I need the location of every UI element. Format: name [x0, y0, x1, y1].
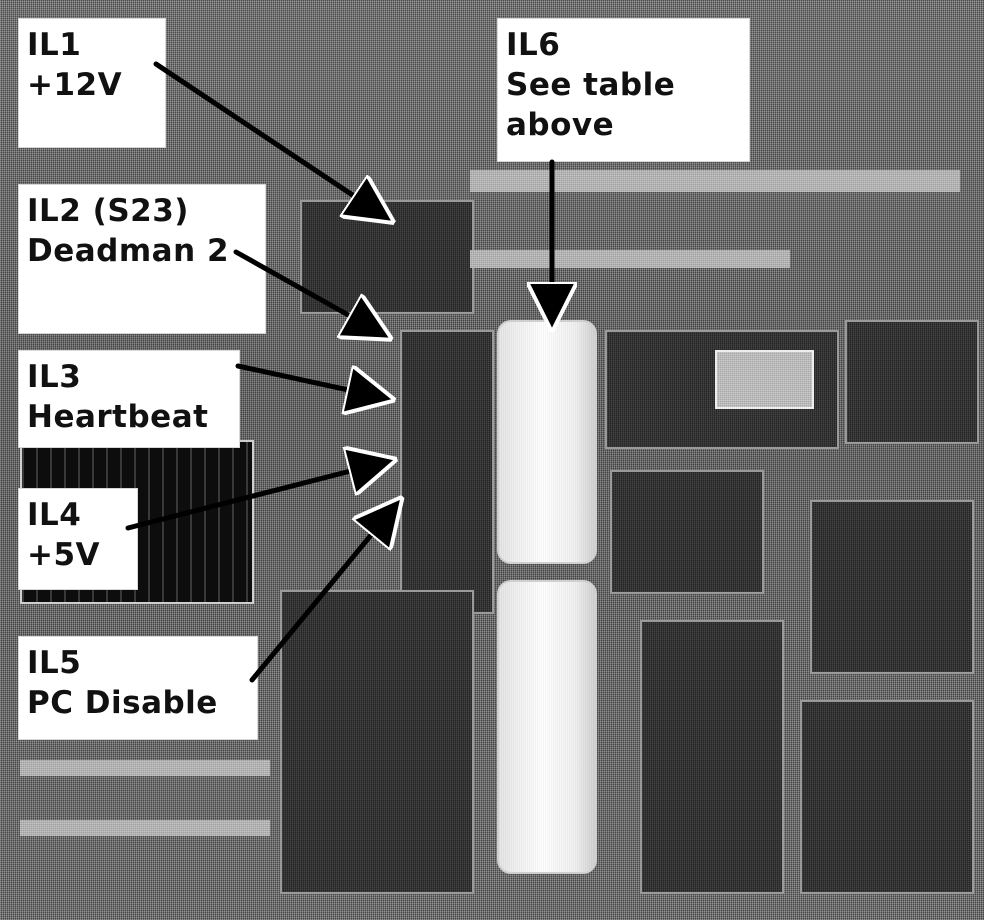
label-il2-title: IL2 (S23) — [27, 193, 189, 229]
label-il5-desc: PC Disable — [27, 685, 218, 721]
board-component — [800, 700, 974, 894]
white-capacitor — [497, 320, 597, 564]
board-trace — [20, 820, 270, 836]
label-il4: IL4 +5V — [18, 488, 138, 590]
label-il5-title: IL5 — [27, 645, 82, 681]
label-il6-title: IL6 — [506, 27, 561, 63]
board-component — [715, 350, 814, 409]
board-component — [810, 500, 974, 674]
label-il1: IL1 +12V — [18, 18, 166, 148]
label-il3: IL3 Heartbeat — [18, 350, 240, 448]
label-il5: IL5 PC Disable — [18, 636, 258, 740]
label-il3-desc: Heartbeat — [27, 399, 209, 435]
label-il2-desc: Deadman 2 — [27, 233, 230, 269]
label-il2: IL2 (S23) Deadman 2 — [18, 184, 266, 334]
label-il6: IL6 See table above — [497, 18, 750, 162]
label-il3-title: IL3 — [27, 359, 82, 395]
white-capacitor — [497, 580, 597, 874]
label-il1-title: IL1 — [27, 27, 82, 63]
board-component — [300, 200, 474, 314]
board-component — [640, 620, 784, 894]
label-il4-title: IL4 — [27, 497, 82, 533]
board-trace — [470, 250, 790, 268]
board-component — [400, 330, 494, 614]
board-trace — [20, 760, 270, 776]
board-component — [280, 590, 474, 894]
label-il4-desc: +5V — [27, 537, 101, 573]
label-il1-desc: +12V — [27, 67, 123, 103]
label-il6-desc: See table — [506, 67, 676, 103]
arrow-il3 — [235, 363, 376, 396]
board-component — [845, 320, 979, 444]
board-trace — [470, 170, 960, 192]
board-component — [610, 470, 764, 594]
label-il6-desc2: above — [506, 107, 615, 143]
